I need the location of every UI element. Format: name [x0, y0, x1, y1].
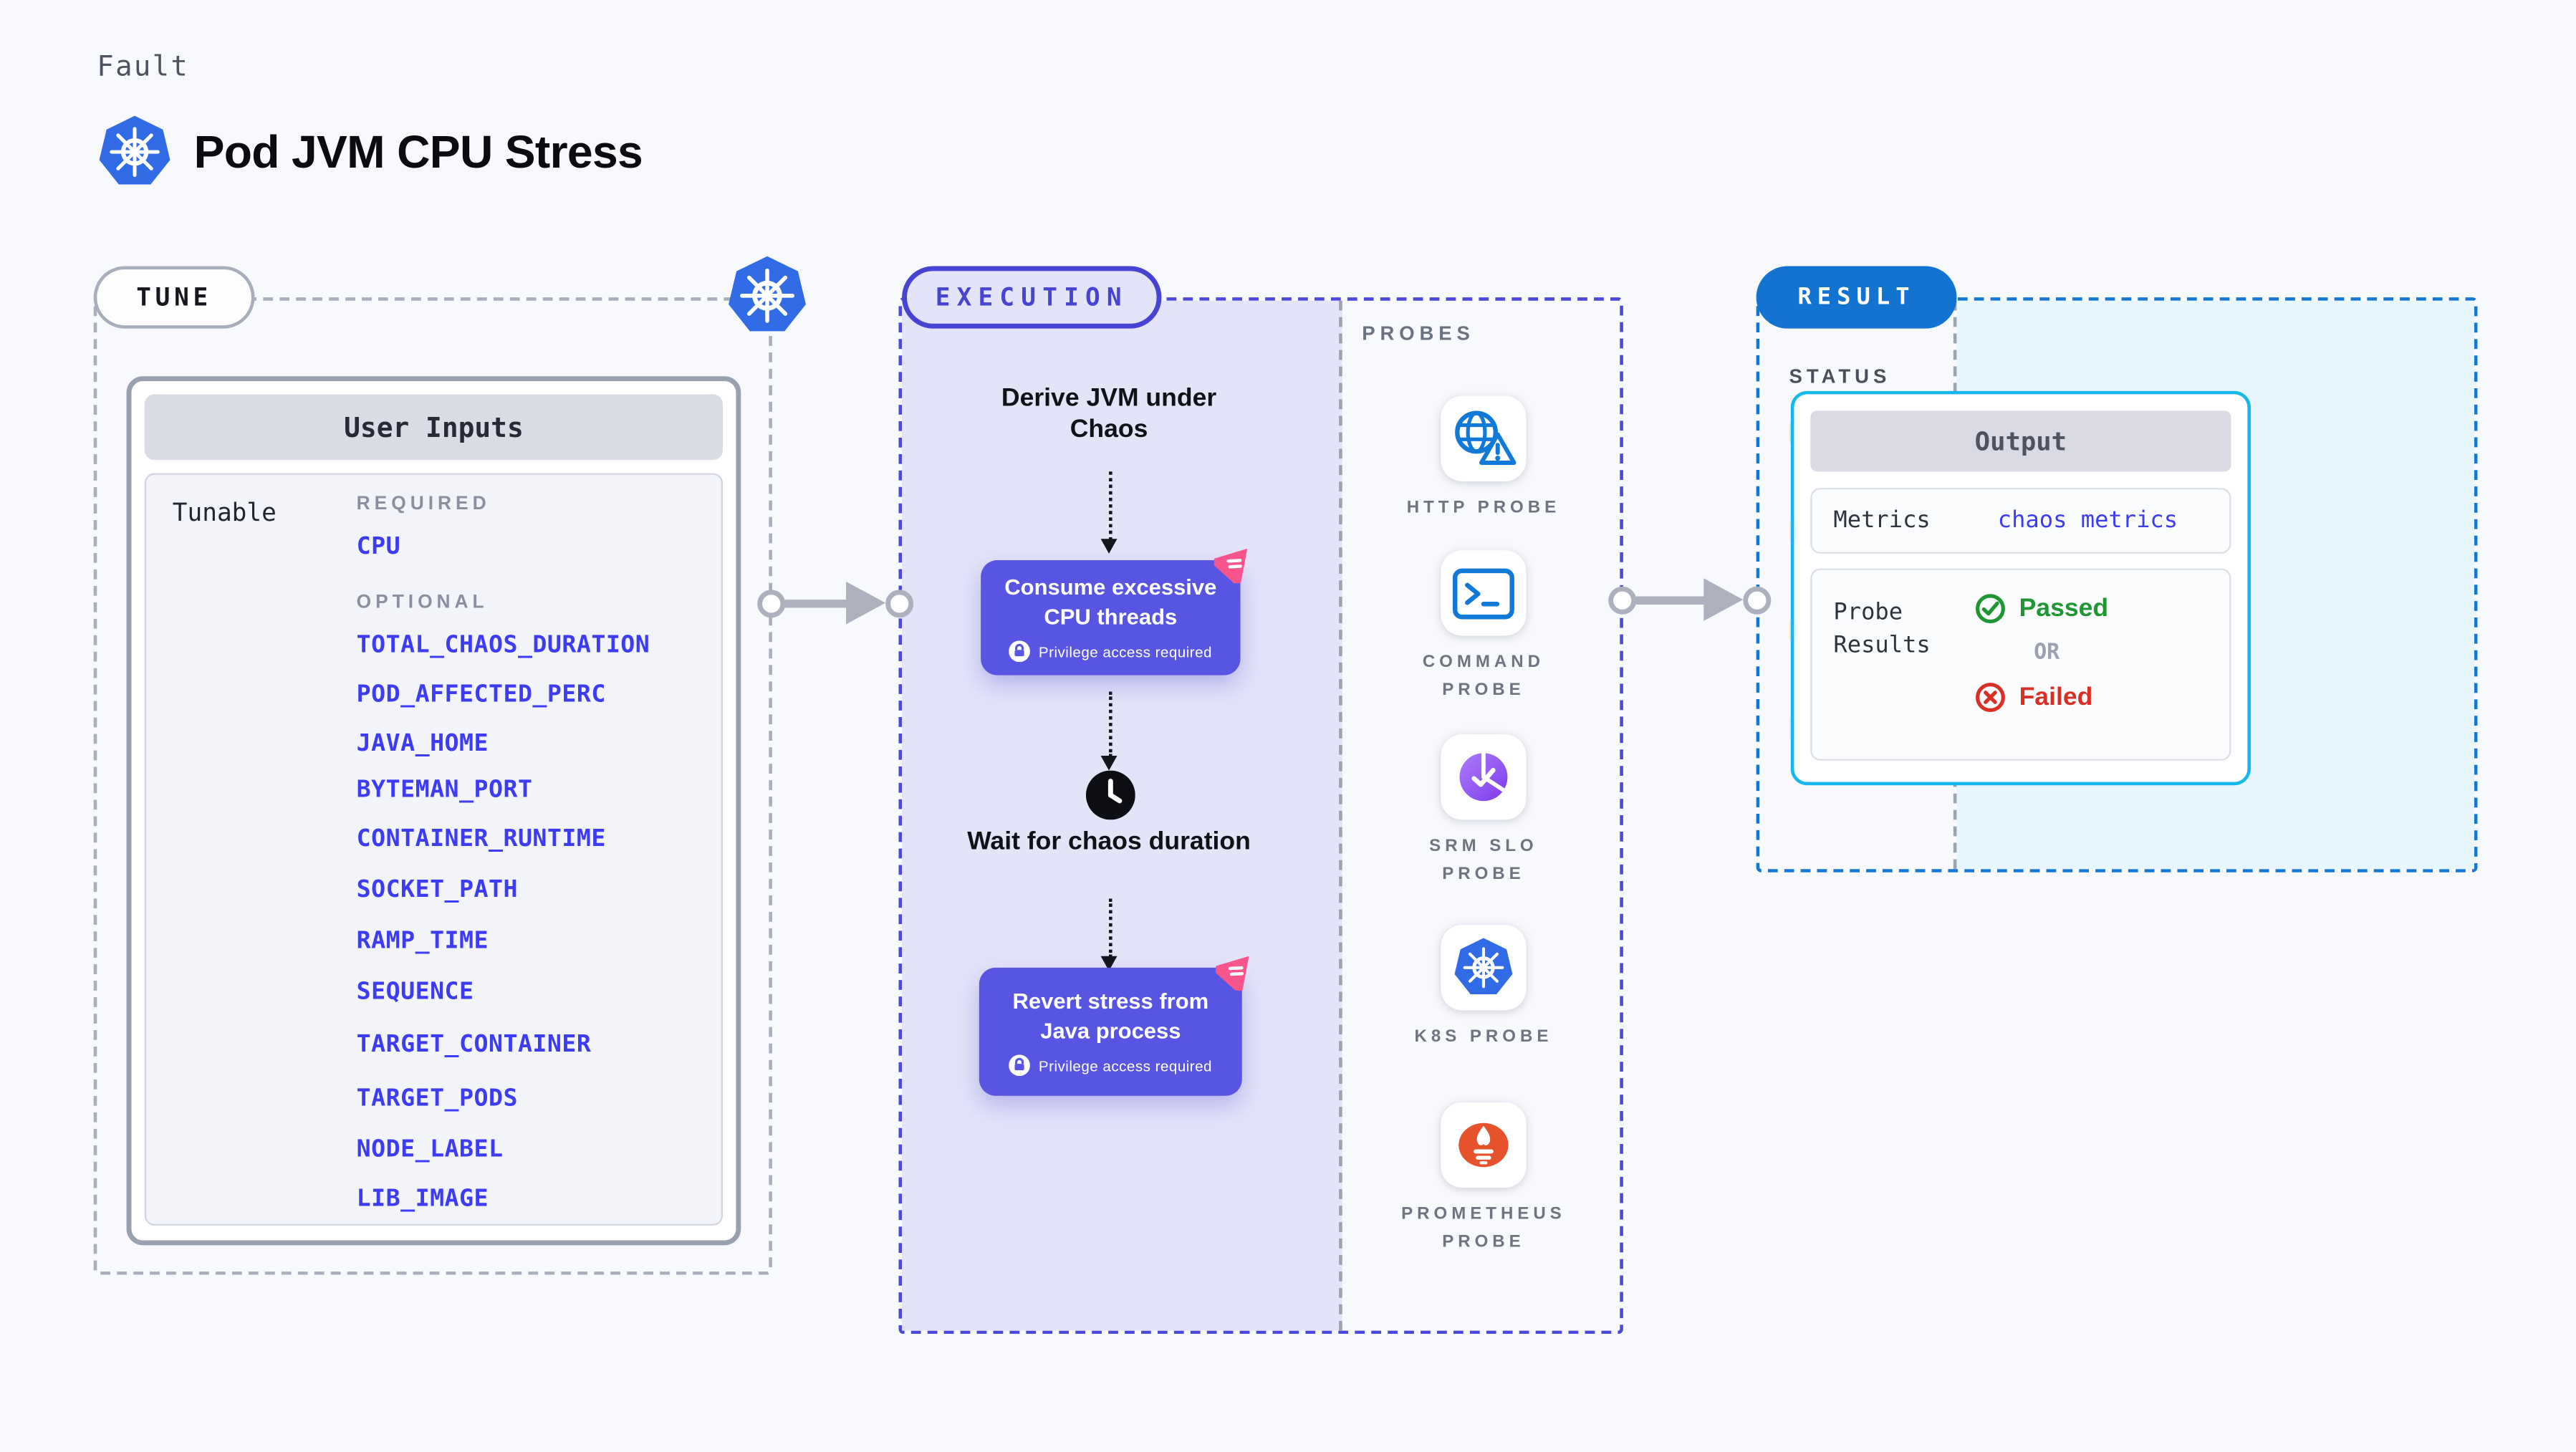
param-item: LIB_IMAGE	[356, 1186, 489, 1213]
probe-label: COMMAND PROBE	[1422, 652, 1545, 700]
privilege-note: Privilege access required	[1038, 1057, 1212, 1074]
output-card: Output Metrics chaos metrics Probe Resul…	[1790, 390, 2251, 786]
kubernetes-icon	[1454, 936, 1514, 999]
probes-heading: PROBES	[1362, 322, 1475, 345]
fault-kicker: Fault	[97, 51, 190, 84]
execution-label-pill: EXECUTION	[902, 266, 1162, 329]
metrics-label: Metrics	[1833, 507, 1931, 534]
terminal-icon	[1451, 566, 1517, 620]
flow-arrow-tune-to-execution	[757, 580, 914, 626]
param-item: RAMP_TIME	[356, 928, 489, 955]
probe-tile-srm-slo	[1441, 734, 1527, 820]
step-title: Revert stress from Java process	[1012, 989, 1209, 1043]
param-item: TARGET_PODS	[356, 1085, 518, 1112]
step-consume-cpu: Consume excessive CPU threads Privilege …	[981, 560, 1240, 675]
dotted-arrow	[1100, 471, 1118, 554]
connector-dot	[757, 589, 786, 617]
metrics-row: Metrics chaos metrics	[1810, 488, 2231, 554]
tune-label-pill: TUNE	[93, 266, 255, 329]
kubernetes-icon	[728, 253, 807, 338]
page-title: Pod JVM CPU Stress	[193, 126, 643, 178]
execution-flow-area	[902, 300, 1342, 1331]
status-heading: STATUS	[1789, 365, 1891, 388]
result-section: STATUS COMPLETED OR ERRORED OR QUEUED OR…	[1756, 297, 2478, 872]
probe-label: HTTP PROBE	[1406, 497, 1561, 518]
dotted-arrow	[1100, 691, 1118, 771]
lock-icon	[1009, 1054, 1031, 1076]
tunables-panel: Tunable REQUIRED CPU OPTIONAL TOTAL_CHAO…	[144, 473, 724, 1226]
user-inputs-card: User Inputs Tunable REQUIRED CPU OPTIONA…	[126, 376, 741, 1246]
probe-label: SRM SLO PROBE	[1429, 836, 1538, 884]
arrow-shaft	[782, 598, 853, 607]
prometheus-flame-icon	[1449, 1114, 1518, 1176]
param-item: CPU	[356, 534, 401, 561]
param-group-heading: REQUIRED	[356, 494, 491, 514]
flow-arrow-execution-to-result	[1608, 577, 1772, 622]
param-list: REQUIRED CPU OPTIONAL TOTAL_CHAOS_DURATI…	[356, 491, 708, 1213]
param-item: CONTAINER_RUNTIME	[356, 826, 606, 853]
probe-tile-command	[1441, 550, 1527, 636]
clock-icon	[1086, 771, 1135, 820]
arrow-head	[846, 581, 886, 625]
param-item: TARGET_CONTAINER	[356, 1032, 592, 1058]
failed-label: Failed	[2019, 682, 2093, 711]
param-item: POD_AFFECTED_PERC	[356, 681, 606, 708]
param-item: SEQUENCE	[356, 979, 474, 1006]
param-item: BYTEMAN_PORT	[356, 777, 533, 804]
execution-section: Derive JVM under Chaos Consume excessive…	[898, 297, 1623, 1335]
output-title: Output	[1810, 410, 2231, 472]
probe-results-row: Probe Results Passed OR Failed	[1810, 568, 2231, 761]
connector-dot	[1608, 585, 1637, 614]
chaos-metrics-link[interactable]: chaos metrics	[1997, 507, 2178, 534]
probe-results-label: Probe Results	[1833, 600, 1931, 660]
step-wait-duration: Wait for chaos duration	[967, 827, 1251, 856]
param-group-heading: OPTIONAL	[356, 592, 489, 613]
param-item: NODE_LABEL	[356, 1137, 504, 1163]
chaos-icon	[1216, 948, 1259, 991]
probe-tile-k8s	[1441, 925, 1527, 1011]
probe-label: K8S PROBE	[1414, 1027, 1553, 1047]
kubernetes-icon	[99, 113, 171, 191]
dotted-arrow	[1100, 898, 1118, 971]
passed-label: Passed	[2019, 594, 2109, 622]
tunable-label: Tunable	[172, 497, 277, 528]
lock-icon	[1009, 641, 1031, 663]
arrow-head	[1703, 578, 1744, 621]
probe-label: PROMETHEUS PROBE	[1401, 1204, 1566, 1252]
privilege-note: Privilege access required	[1038, 643, 1212, 660]
check-circle-icon	[1975, 593, 2007, 625]
arrow-shaft	[1633, 595, 1711, 604]
param-item: TOTAL_CHAOS_DURATION	[356, 632, 650, 659]
connector-dot	[1743, 585, 1772, 614]
x-circle-icon	[1975, 682, 2007, 713]
tune-section	[93, 297, 772, 1275]
step-title: Consume excessive CPU threads	[1004, 574, 1217, 629]
chaos-icon	[1214, 541, 1257, 584]
param-item: SOCKET_PATH	[356, 877, 518, 904]
result-label-pill: RESULT	[1756, 266, 1957, 329]
or-label: OR	[2034, 640, 2060, 665]
probe-tile-prometheus	[1441, 1102, 1527, 1188]
user-inputs-title: User Inputs	[144, 394, 724, 461]
step-revert-stress: Revert stress from Java process Privileg…	[979, 968, 1242, 1096]
connector-dot	[885, 589, 914, 617]
globe-warning-icon	[1449, 408, 1518, 470]
slo-gauge-icon	[1451, 744, 1517, 810]
param-item: JAVA_HOME	[356, 731, 489, 758]
probe-tile-http	[1441, 395, 1527, 481]
step-derive-jvm: Derive JVM under Chaos	[1001, 384, 1217, 445]
